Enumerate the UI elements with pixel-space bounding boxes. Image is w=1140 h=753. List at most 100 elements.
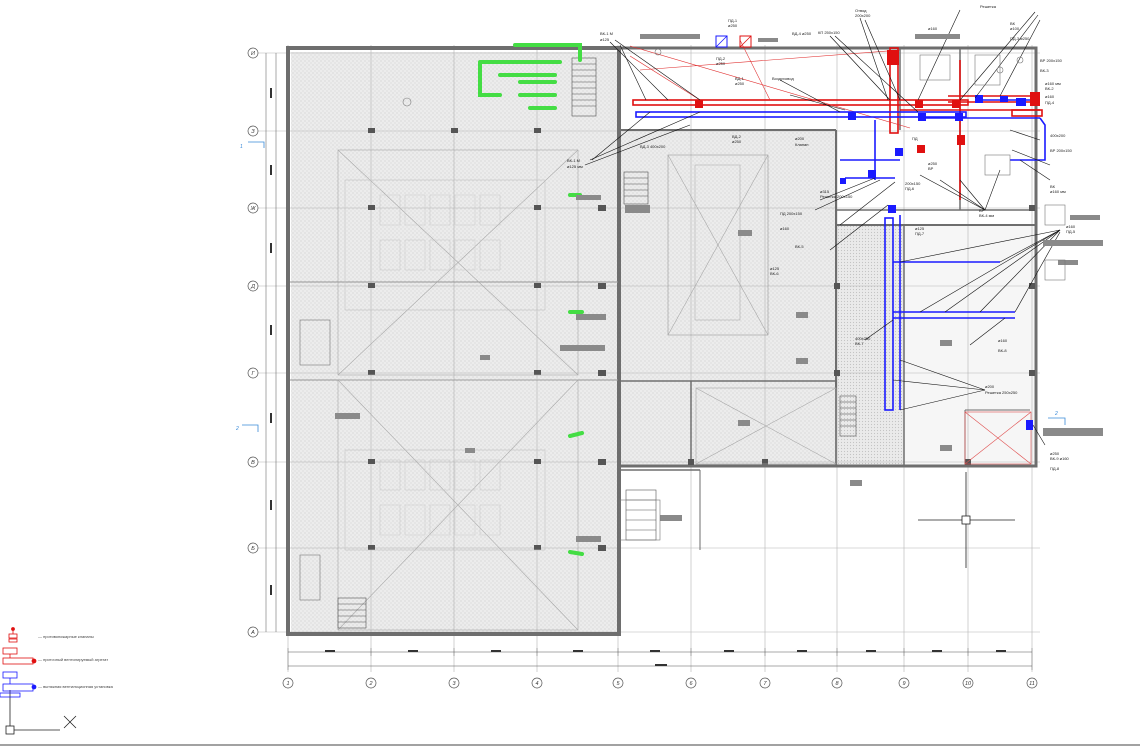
callout-label: 200x200: [855, 13, 871, 18]
room-details: [299, 48, 1066, 601]
section-marks: [242, 141, 1066, 432]
axis-bubbles: 1 2 3 4 5 6 7 8 9 10 11 И З Ж Д Г В Б А: [247, 47, 1038, 689]
exhaust-unit-icon: [0, 671, 37, 698]
callout-label: ø250: [716, 61, 726, 66]
callout-label: ВД-3 400x200: [640, 144, 666, 149]
callout-label: ВК: [1050, 184, 1056, 189]
callout-label: ø200: [795, 136, 805, 141]
supply-unit-icon: [2, 647, 37, 665]
axis-label-g: Г: [252, 371, 256, 377]
dimension-lines: [265, 53, 1033, 670]
callout-label: ø160: [1045, 94, 1055, 99]
legend-exhaust-unit: — вытяжная вентиляционная установка: [38, 684, 114, 689]
callout-label: ПД-1: [728, 18, 738, 23]
callout-label: ПД-5: [1066, 229, 1076, 234]
callout-label: ВР: [928, 166, 934, 171]
axis-label-10: 10: [965, 681, 972, 687]
callout-label: 200x150: [905, 181, 921, 186]
callout-label: ВК-7: [855, 341, 864, 346]
axis-label-8: 8: [835, 681, 839, 687]
axis-label-z: З: [251, 129, 255, 135]
callout-label: ø125: [770, 266, 780, 271]
axis-label-2: 2: [368, 681, 372, 687]
callout-label: ПД-7: [915, 231, 925, 236]
callouts: ВК-1 М ø125 ВК-1 М ø125 мм ПД-1 ø250 ПД-…: [567, 4, 1076, 471]
grid-axes: [258, 45, 1040, 672]
callout-label: ПД-6: [905, 186, 915, 191]
callout-label: ВК-1 М: [600, 31, 613, 36]
callout-label: ø315: [820, 189, 830, 194]
callout-label: ø100: [1010, 26, 1020, 31]
callout-label: ø250: [1050, 451, 1060, 456]
leader-lines: [584, 9, 1061, 446]
callout-label: ВК-6: [770, 271, 779, 276]
crosshair-icon: [918, 472, 1015, 568]
axis-label-3: 3: [452, 681, 456, 687]
callout-label: ВР: [979, 208, 985, 213]
axis-bubbles-bottom: [282, 677, 1038, 689]
callout-label: ø250: [728, 23, 738, 28]
callout-label: ПД-2: [716, 56, 726, 61]
callout-label: КП 250x150: [818, 30, 840, 35]
callout-label: ø250: [735, 81, 745, 86]
grid-lines-horizontal: [258, 52, 1040, 633]
callout-label: ø160: [998, 338, 1008, 343]
fire-damper-icon: [8, 627, 18, 643]
callout-label: ВК-5: [795, 244, 804, 249]
callout-label: ø160: [780, 226, 790, 231]
callout-label: ВК: [1010, 21, 1016, 26]
axis-label-1: 1: [286, 681, 289, 687]
axis-label-5: 5: [616, 681, 620, 687]
callout-label: Решетка: [980, 4, 997, 9]
legend: — противопожарные клапаны — приточный ве…: [0, 627, 114, 698]
section-mark-label: 1: [240, 144, 243, 150]
callout-label: ø160 мм: [1050, 189, 1066, 194]
axis-label-i: И: [251, 51, 255, 57]
structural-columns: [368, 128, 1035, 551]
callout-label: ПД: [912, 136, 918, 141]
callout-label: ø250: [928, 161, 938, 166]
axis-label-b: Б: [251, 546, 255, 552]
callout-label: ø250: [732, 139, 742, 144]
ucs-icon: [5, 690, 77, 735]
callout-label: ВД-2: [732, 134, 742, 139]
grid-lines-vertical: [287, 45, 1033, 672]
callout-label: ВК-2: [1045, 86, 1054, 91]
callout-label: ВК-4 мм: [979, 213, 994, 218]
callout-label: ø125 мм: [567, 164, 583, 169]
axis-label-6: 6: [689, 681, 693, 687]
callout-label: ø200: [985, 384, 995, 389]
callout-label: ø125: [600, 37, 610, 42]
axis-label-4: 4: [535, 681, 538, 687]
callout-label: ПД 200x150: [780, 211, 803, 216]
axis-label-9: 9: [902, 681, 905, 687]
callout-label: ø160: [928, 26, 938, 31]
callout-label: 400x250: [855, 336, 871, 341]
exhaust-leaders: [629, 39, 911, 129]
callout-label: Клапан: [795, 142, 809, 147]
callout-label: Воздуховод: [772, 76, 794, 81]
callout-label: ВД-4 ø250: [792, 31, 812, 36]
section-mark-label: 2: [1054, 411, 1058, 417]
axis-bubbles-left: [247, 47, 259, 638]
callout-label: ВК-9 ø160: [1050, 456, 1070, 461]
legend-supply-unit: — приточный вентилируемый агрегат: [38, 657, 108, 662]
axis-label-v: В: [251, 460, 255, 466]
callout-label: Отвод: [855, 8, 867, 13]
callout-label: ПД-8: [1050, 466, 1060, 471]
callout-label: ВК-3: [1040, 68, 1049, 73]
axis-label-d: Д: [250, 284, 255, 290]
callout-label: ВД-1: [735, 76, 745, 81]
callout-label: ПД-3 ø250: [1010, 36, 1030, 41]
callout-label: ВР 200x150: [1040, 58, 1063, 63]
callout-label: Решетка 200x150: [820, 194, 853, 199]
axis-label-11: 11: [1029, 681, 1035, 687]
small-equipment: [335, 34, 1103, 542]
callout-label: ø160 мм: [1045, 81, 1061, 86]
callout-label: ПД-4: [1045, 100, 1055, 105]
callout-label: ø125: [915, 226, 925, 231]
callout-label: ВК-1 М: [567, 158, 580, 163]
legend-fire-damper: — противопожарные клапаны: [38, 634, 94, 639]
callout-label: Решетка 250x250: [985, 390, 1018, 395]
